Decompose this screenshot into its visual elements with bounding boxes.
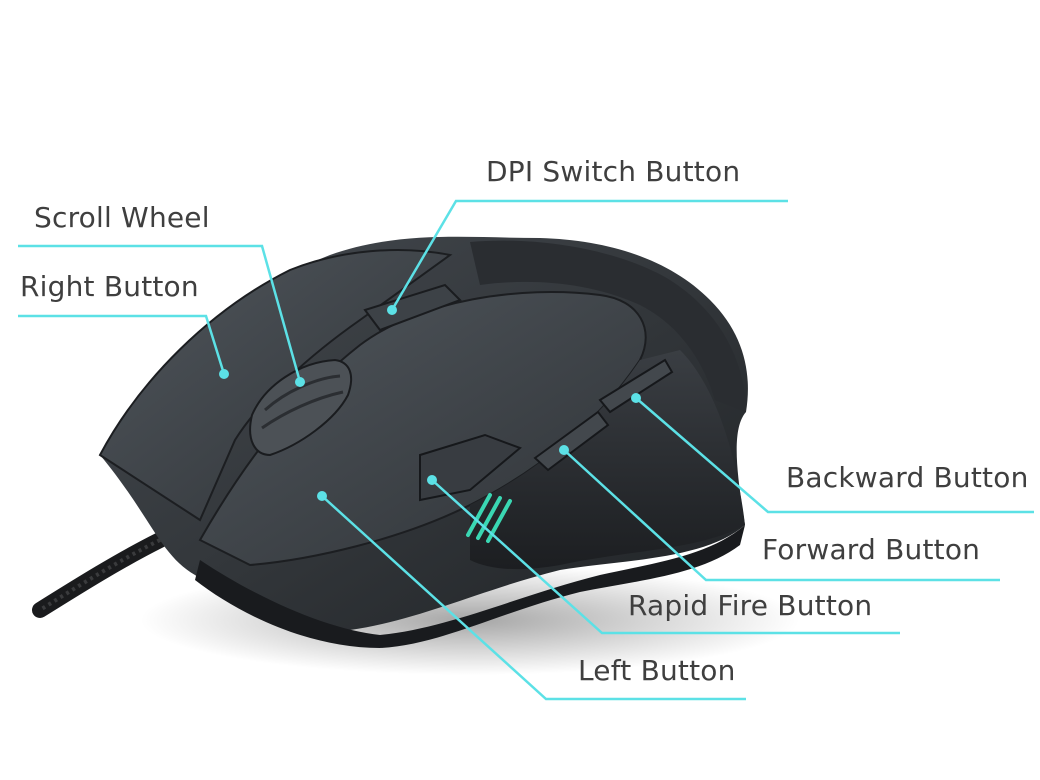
mouse-cable	[32, 532, 168, 618]
label-backward-button: Backward Button	[786, 461, 1029, 494]
label-dpi-switch-button: DPI Switch Button	[486, 155, 741, 188]
rear-shell	[470, 240, 746, 412]
label-scroll-wheel: Scroll Wheel	[34, 201, 210, 234]
base-skirt	[195, 525, 745, 648]
leader-lines	[18, 199, 1034, 701]
backward-button	[598, 358, 674, 414]
leader-rapid	[431, 479, 900, 635]
label-left-button: Left Button	[578, 654, 736, 687]
leader-dots	[219, 305, 641, 501]
leader-right	[18, 314, 226, 375]
forward-button	[533, 410, 610, 472]
leader-backward	[635, 397, 1034, 514]
side-panel	[470, 350, 745, 570]
leader-left	[321, 495, 746, 701]
label-rapid-fire-button: Rapid Fire Button	[628, 589, 873, 622]
label-right-button: Right Button	[20, 270, 199, 303]
leader-forward	[563, 449, 1000, 582]
dpi-switch-button	[363, 283, 462, 332]
label-forward-button: Forward Button	[762, 533, 981, 566]
leader-dpi	[390, 199, 788, 311]
rapid-fire-button	[419, 433, 522, 502]
leader-scroll	[18, 244, 302, 383]
